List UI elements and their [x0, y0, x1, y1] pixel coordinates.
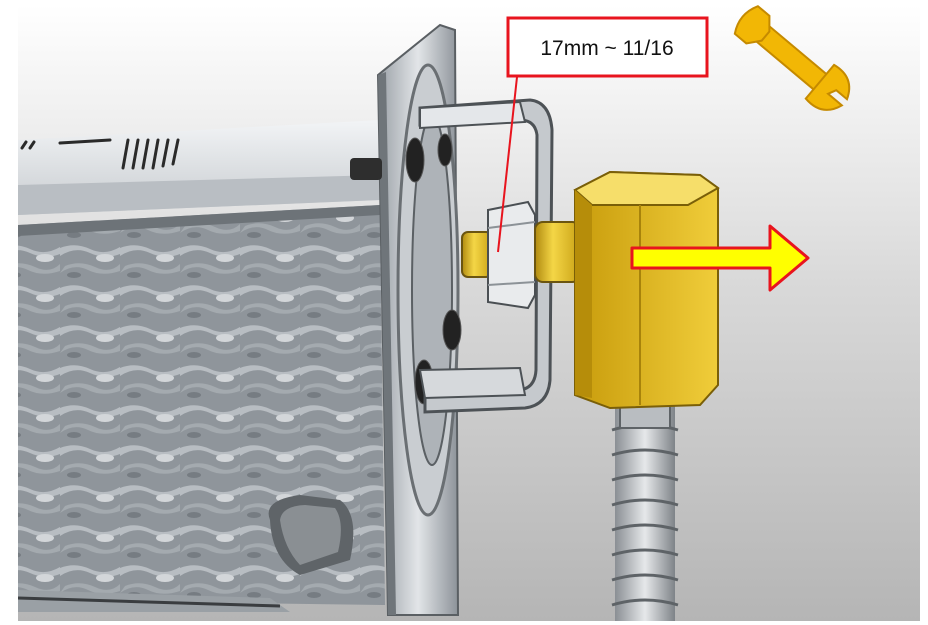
size-callout: 17mm ~ 11/16: [497, 16, 709, 253]
hex-nut: [461, 200, 581, 310]
u-bracket: [418, 98, 554, 414]
callout-box: [506, 16, 709, 78]
wrench-size-label: 17mm ~ 11/16: [540, 37, 673, 60]
callout-leader: [497, 76, 518, 253]
strut-channel: [17, 120, 385, 612]
threaded-rod: [611, 397, 679, 621]
wrench-icon: [733, 5, 851, 111]
arrow-right-icon: [630, 224, 810, 292]
coupling-nut: [573, 170, 720, 410]
